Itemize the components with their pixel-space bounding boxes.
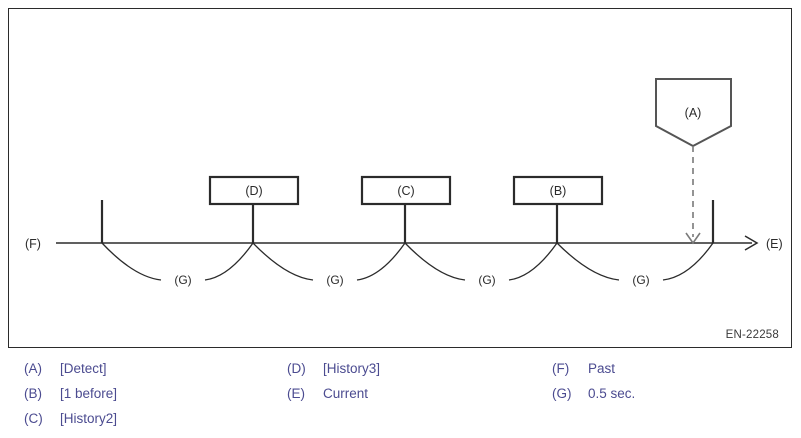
legend-item-f: (F) Past (552, 356, 635, 381)
legend: (A)[Detect] (B)[1 before] (C)[History2] … (0, 356, 801, 438)
interval-arc-4-left (556, 242, 620, 281)
legend-column-3: (F) Past (G) 0.5 sec. (552, 356, 635, 406)
box-c-label: (C) (397, 184, 414, 198)
legend-text-d: [History3] (323, 361, 381, 376)
legend-text-f: Past (588, 361, 616, 376)
legend-text-c: [History2] (60, 411, 118, 426)
legend-item-e: (E) Current (287, 381, 380, 406)
legend-item-b: (B) [1 before] (24, 381, 117, 406)
interval-arc-1-right (204, 242, 254, 281)
axis-right-label: (E) (766, 237, 783, 251)
interval-label-1: (G) (174, 273, 191, 287)
legend-item-c: (C) [History2] (24, 406, 117, 431)
interval-label-4: (G) (632, 273, 649, 287)
interval-label-3: (G) (478, 273, 495, 287)
box-b-label: (B) (550, 184, 567, 198)
axis-arrowhead-icon (744, 235, 759, 251)
legend-key-a: (A) (24, 361, 42, 376)
interval-arc-2-left (252, 242, 314, 281)
legend-item-d: (D) [History3] (287, 356, 380, 381)
legend-key-e: (E) (287, 386, 305, 401)
callout-label: (A) (685, 106, 702, 120)
legend-key-b: (B) (24, 386, 42, 401)
interval-arc-2-right (356, 242, 406, 281)
legend-key-d: (D) (287, 361, 306, 376)
legend-text-e: Current (323, 386, 369, 401)
legend-column-1: (A) [Detect] (B) [1 before] (C) [History2] (24, 356, 117, 431)
legend-item-g: (G) 0.5 sec. (552, 381, 635, 406)
interval-arc-4-right (662, 242, 714, 281)
box-b (512, 175, 604, 206)
figure-frame: (D) (C) (B) (G) (G) (G) (G) (A) (F) (E) … (8, 8, 792, 348)
legend-text-a: [Detect] (60, 361, 107, 376)
box-d-label: (D) (245, 184, 262, 198)
legend-item-a: (A) [Detect] (24, 356, 117, 381)
legend-key-f: (F) (552, 361, 570, 376)
legend-text-b: [1 before] (60, 386, 118, 401)
timeline-diagram: (D) (C) (B) (G) (G) (G) (G) (A) (F) (E) (25, 78, 783, 287)
callout-pentagon (655, 78, 732, 148)
axis-left-label: (F) (25, 237, 41, 251)
legend-column-2: (D) [History3] (E) Current (287, 356, 380, 406)
callout-arrowhead-icon (685, 232, 701, 245)
box-c (360, 175, 452, 206)
interval-arc-1-left (101, 242, 162, 281)
interval-arc-3-left (404, 242, 466, 281)
legend-key-c: (C) (24, 411, 43, 426)
legend-text-g: 0.5 sec. (588, 386, 636, 401)
interval-label-2: (G) (326, 273, 343, 287)
legend-key-g: (G) (552, 386, 572, 401)
box-d (208, 175, 300, 206)
document-code: EN-22258 (725, 329, 779, 341)
interval-arc-3-right (508, 242, 558, 281)
